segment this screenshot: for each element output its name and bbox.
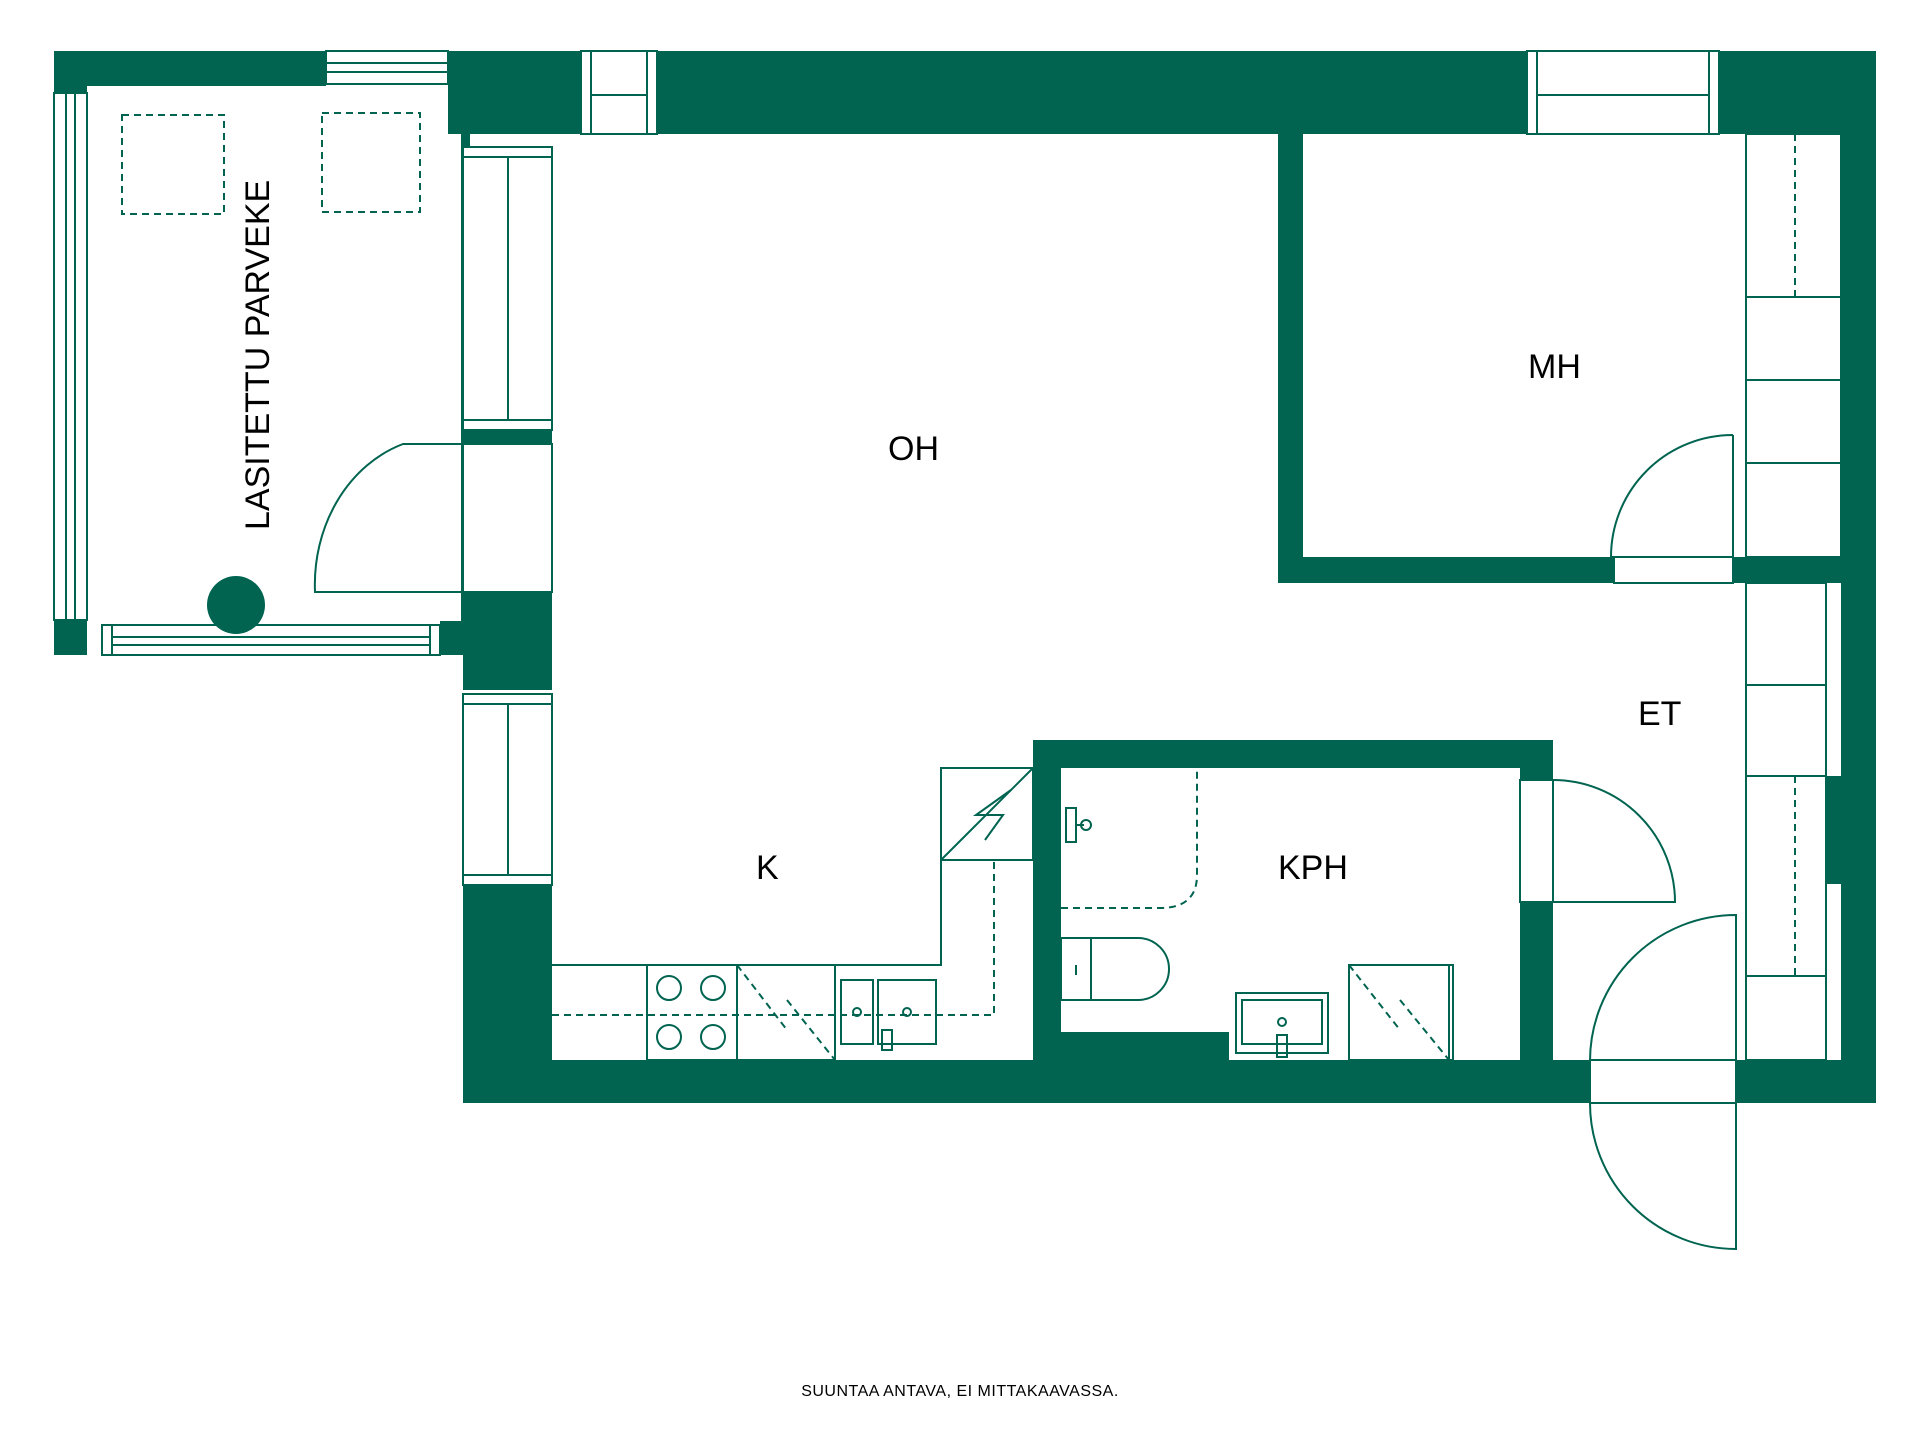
balcony-window-top — [325, 50, 449, 85]
wall-right — [1841, 51, 1876, 1103]
balcony-chair-2 — [321, 112, 421, 213]
balcony-glazing-left — [53, 92, 88, 621]
balcony-door-frame — [462, 443, 553, 593]
balcony-wall-bottom-right — [440, 621, 464, 655]
room-label-bathroom: KPH — [1278, 849, 1348, 887]
kitchen-sink — [840, 979, 937, 1051]
left-window-upper — [462, 146, 553, 444]
disclaimer-note: SUUNTAA ANTAVA, EI MITTAKAAVASSA. — [801, 1383, 1119, 1400]
bedroom-wardrobe — [1745, 133, 1842, 558]
room-label-bedroom: MH — [1528, 348, 1581, 386]
wall-left-mid — [463, 592, 552, 690]
balcony-furniture — [121, 112, 421, 634]
living-room-window-top — [580, 50, 658, 135]
left-window-lower — [462, 693, 553, 886]
entrance-door-swing — [1589, 913, 1737, 1104]
bathroom-wall-right-bottom — [1520, 902, 1553, 1080]
entrance-outer-door-swing — [1589, 1102, 1737, 1251]
hallway-niche — [1826, 776, 1841, 884]
stove — [646, 964, 738, 1061]
kitchen-upper-cabinets — [552, 860, 995, 1016]
bedroom-wall-bottom — [1278, 557, 1614, 583]
bathroom-door-threshold — [1519, 779, 1554, 903]
closets — [1745, 133, 1842, 1061]
bathroom-door-swing — [1552, 779, 1677, 903]
bedroom-wall-left — [1278, 134, 1303, 583]
windows — [53, 50, 1720, 886]
bathroom-wall-right-top — [1520, 740, 1553, 780]
entrance-threshold — [1589, 1059, 1737, 1104]
room-label-hallway: ET — [1638, 695, 1681, 733]
toilet — [1060, 937, 1170, 1001]
walls — [54, 51, 1876, 1103]
bedroom-window-top — [1526, 50, 1720, 135]
room-labels: OH MH ET K KPH LASITETTU PARVEKE — [239, 180, 1681, 887]
bathroom-wall-bottom-step — [1061, 1032, 1229, 1062]
balcony-chair-1 — [121, 114, 225, 215]
shower-area — [1061, 768, 1198, 909]
room-label-kitchen: K — [756, 849, 779, 887]
dishwasher — [736, 964, 836, 1061]
bathroom-wall-top — [1033, 740, 1553, 768]
bathroom-wall-left — [1033, 740, 1061, 1080]
bedroom-door-threshold — [1613, 556, 1734, 584]
washing-machine — [1348, 964, 1454, 1061]
kitchen-fixtures — [552, 767, 1034, 1061]
balcony-glazing-bottom — [101, 624, 441, 656]
bedroom-door-swing — [1609, 434, 1734, 558]
bathroom-fixtures — [1060, 768, 1454, 1061]
hallway-wardrobe — [1745, 582, 1827, 1061]
bathroom-sink — [1235, 992, 1329, 1058]
wall-top-a — [448, 51, 581, 134]
shower-tap — [1065, 807, 1092, 843]
kitchen-counter — [552, 859, 1033, 966]
balcony-wall-top-left — [54, 51, 326, 86]
room-label-balcony: LASITETTU PARVEKE — [239, 180, 277, 530]
wall-left-lower — [463, 885, 552, 1103]
doors — [313, 434, 1737, 1251]
wall-top-b — [657, 51, 1527, 134]
room-label-living-room: OH — [888, 430, 939, 468]
bedroom-wall-bottom-right — [1733, 557, 1841, 583]
balcony-drain — [207, 576, 265, 634]
balcony-door-swing — [313, 443, 463, 593]
kitchen-tall-unit — [940, 767, 1034, 861]
